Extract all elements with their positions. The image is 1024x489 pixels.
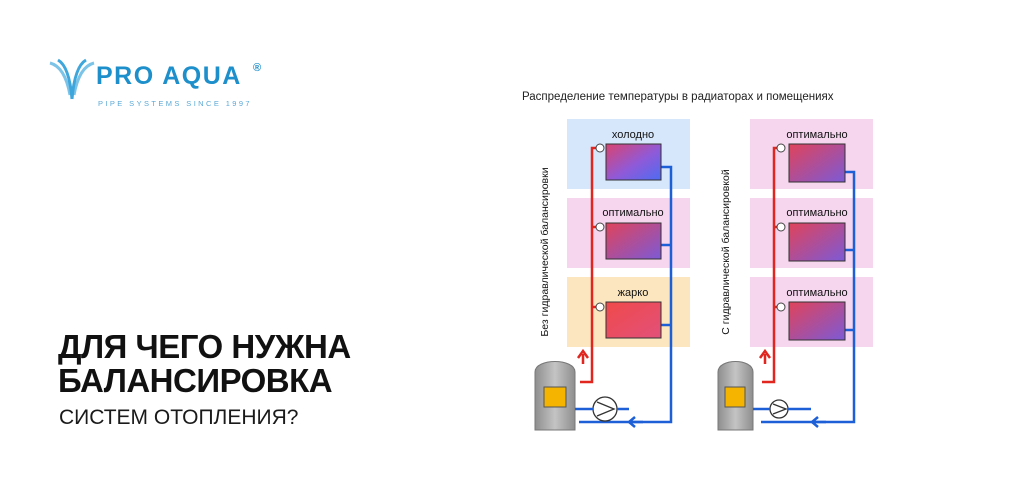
logo-mark-icon	[49, 58, 95, 100]
scheme-without-balancing: холодно оптимально жарко Без гидравличес…	[534, 119, 690, 431]
logo: PRO AQUA ® PIPE SYSTEMS SINCE 1997	[48, 55, 278, 125]
arrow-left-icon	[810, 416, 826, 428]
radiator-optimal	[788, 143, 846, 183]
pump-icon	[769, 399, 789, 419]
logo-brand: PRO AQUA	[96, 62, 242, 90]
radiator-optimal	[788, 301, 846, 341]
valve-icon	[776, 222, 786, 232]
room-label: оптимально	[786, 207, 847, 219]
valve-icon	[595, 143, 605, 153]
room-label: холодно	[612, 129, 654, 141]
valve-icon	[776, 302, 786, 312]
radiator-optimal	[788, 222, 846, 262]
title-line-1: ДЛЯ ЧЕГО НУЖНА	[58, 328, 351, 365]
room-label: оптимально	[602, 207, 663, 219]
logo-tagline: PIPE SYSTEMS SINCE 1997	[98, 99, 252, 108]
room-label: оптимально	[786, 129, 847, 141]
room-label: оптимально	[786, 287, 847, 299]
diagram-canvas: Распределение температуры в радиаторах и…	[522, 91, 873, 431]
arrow-up-icon	[758, 348, 772, 364]
scheme-side-label: С гидравлической балансировкой	[720, 169, 732, 335]
heating-balance-diagram: Распределение температуры в радиаторах и…	[515, 82, 895, 442]
boiler-icon	[717, 361, 754, 431]
title-line-2: БАЛАНСИРОВКА	[58, 362, 333, 399]
return-pipe	[579, 165, 673, 424]
valve-icon	[595, 222, 605, 232]
diagram-title: Распределение температуры в радиаторах и…	[522, 91, 834, 103]
valve-icon	[776, 143, 786, 153]
pump-icon	[592, 396, 618, 422]
radiator-hot	[605, 301, 662, 339]
scheme-with-balancing: оптимально оптимально оптимально С гидра…	[717, 119, 873, 431]
page-title: ДЛЯ ЧЕГО НУЖНА БАЛАНСИРОВКА	[58, 330, 351, 398]
radiator-cold	[605, 143, 662, 181]
logo-registered-mark: ®	[253, 62, 262, 74]
return-pipe	[761, 170, 856, 424]
scheme-side-label: Без гидравлической балансировки	[539, 167, 551, 336]
boiler-icon	[534, 361, 576, 431]
room-label: жарко	[618, 287, 649, 299]
valve-icon	[595, 302, 605, 312]
arrow-left-icon	[627, 416, 643, 428]
arrow-up-icon	[576, 348, 590, 364]
radiator-optimal	[605, 222, 662, 260]
page-subtitle: СИСТЕМ ОТОПЛЕНИЯ?	[59, 406, 299, 429]
